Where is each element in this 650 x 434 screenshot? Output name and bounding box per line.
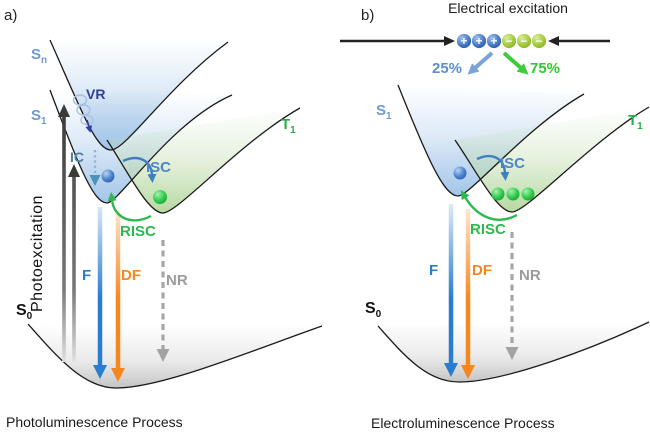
panel-b-caption: Electroluminescence Process — [371, 415, 555, 431]
triplet-exciton-b3 — [521, 187, 535, 201]
vr-label: VR — [86, 86, 106, 102]
s0-curve-b — [377, 321, 650, 383]
t1-well-fill-a — [107, 108, 300, 213]
risc-arrow-a — [107, 192, 152, 222]
state-label-s1-a: S1 — [31, 107, 47, 127]
isc-arrow-b — [476, 154, 510, 181]
singlet-exciton-b — [453, 166, 467, 180]
electron-symbol: − — [521, 36, 528, 48]
risc-arrow-b — [460, 190, 518, 221]
internal-conversion-arrowhead — [89, 175, 101, 186]
triplet-exciton-b1 — [491, 187, 505, 201]
s1-curve-b — [397, 84, 585, 197]
nonradiative-label-b: NR — [519, 267, 541, 284]
t1-well-fill-b — [455, 107, 649, 212]
state-label-s0-b: S0 — [365, 300, 382, 321]
state-label-s1-b: S1 — [376, 102, 392, 122]
risc-label-b: RISC — [470, 221, 506, 238]
panel-b-tag: b) — [361, 7, 375, 24]
s0-curve-a — [27, 323, 323, 389]
singlet-fraction-label: 25% — [432, 60, 463, 77]
isc-label-a: ISC — [146, 159, 172, 176]
triplet-exciton-a — [153, 190, 167, 204]
ic-label: IC — [70, 149, 84, 165]
state-label-t1-b: T1 — [628, 112, 643, 132]
sn-curve — [49, 39, 229, 151]
electron-symbol: − — [506, 36, 513, 48]
fluorescence-label-b: F — [429, 262, 439, 279]
risc-label-a: RISC — [120, 223, 156, 240]
hole-symbol: + — [461, 36, 468, 48]
fluorescence-label-a: F — [82, 267, 92, 284]
triplet-fraction-label: 75% — [530, 60, 561, 77]
panel-a-tag: a) — [4, 7, 18, 24]
singlet-exciton-a — [101, 169, 115, 183]
nonradiative-label-a: NR — [166, 272, 188, 289]
t1-curve-a — [106, 107, 301, 214]
vr-arrow — [85, 119, 93, 133]
photoexcitation-label: Photoexcitation — [29, 195, 46, 312]
s0-well-fill-a — [28, 324, 322, 388]
hole-symbol: + — [491, 36, 498, 48]
s1-curve-a — [49, 89, 233, 204]
state-label-t1-a: T1 — [281, 116, 296, 136]
state-label-sn: Sn — [31, 46, 48, 66]
panel-a-caption: Photoluminescence Process — [6, 414, 183, 430]
vibrational-relaxation-coil — [72, 94, 94, 126]
isc-label-b: ISC — [500, 155, 526, 172]
triplet-exciton-b2 — [506, 187, 520, 201]
electrical-excitation-title: Electrical excitation — [448, 0, 568, 16]
hole-balls — [456, 33, 502, 49]
triplet-branch-arrow — [502, 51, 529, 75]
singlet-branch-arrow — [467, 51, 494, 75]
hole-symbol: + — [476, 36, 483, 48]
electron-symbol: − — [536, 36, 543, 48]
state-label-s0-a: S0 — [16, 302, 33, 323]
isc-arrow-a — [122, 156, 157, 183]
delayed-fluorescence-label-b: DF — [472, 262, 492, 279]
delayed-fluorescence-label-a: DF — [121, 267, 141, 284]
electron-balls — [501, 33, 547, 49]
t1-curve-b — [454, 106, 650, 213]
